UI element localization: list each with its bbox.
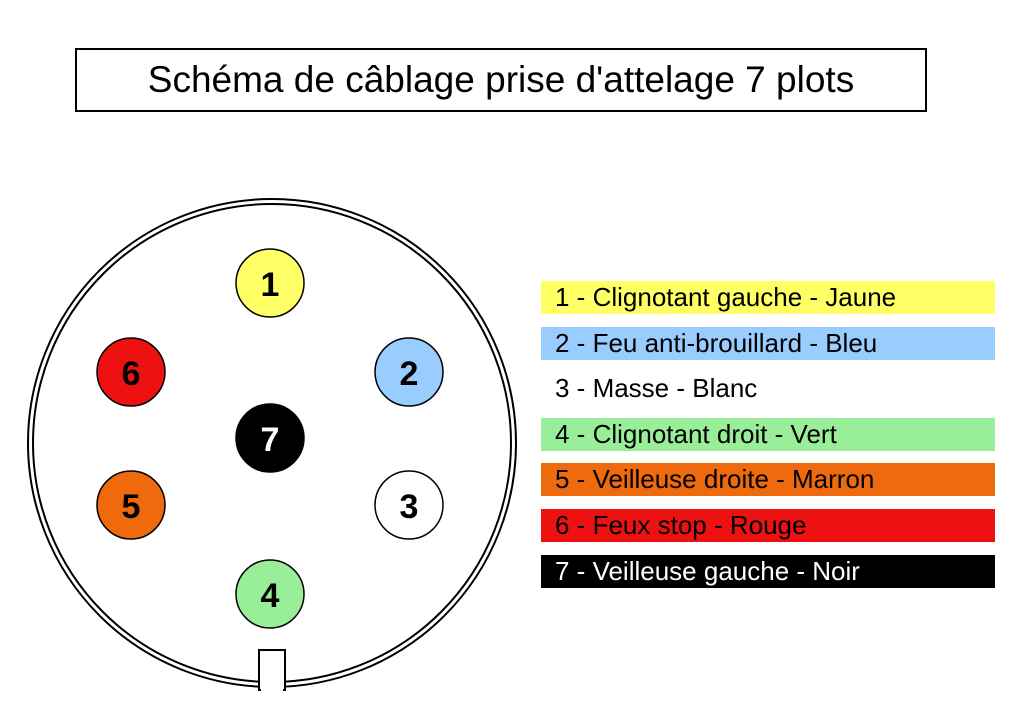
pin-5-label: 5 — [122, 488, 141, 526]
connector-diagram: 1 2 3 4 5 6 7 — [27, 198, 517, 692]
pin-4-circle — [235, 559, 305, 629]
pin-3-circle — [374, 470, 444, 540]
legend-item-7: 7 - Veilleuse gauche - Noir — [541, 554, 995, 588]
pin-2: 2 — [374, 337, 444, 407]
wiring-legend: 1 - Clignotant gauche - Jaune 2 - Feu an… — [541, 281, 995, 600]
pin-1-circle — [235, 248, 305, 318]
legend-item-1: 1 - Clignotant gauche - Jaune — [541, 281, 995, 314]
pin-7-circle — [235, 403, 305, 473]
legend-item-5: 5 - Veilleuse droite - Marron — [541, 463, 995, 497]
diagram-title: Schéma de câblage prise d'attelage 7 plo… — [75, 48, 927, 112]
legend-item-2: 2 - Feu anti-brouillard - Bleu — [541, 326, 995, 360]
pin-6-label: 6 — [122, 355, 141, 393]
pin-2-circle — [374, 337, 444, 407]
pin-7-label: 7 — [261, 421, 280, 459]
connector-notch-mask — [261, 680, 283, 692]
pin-6-circle — [96, 337, 166, 407]
pin-5-circle — [96, 470, 166, 540]
pin-3: 3 — [374, 470, 444, 540]
legend-item-3: 3 - Masse - Blanc — [541, 372, 995, 406]
pin-4: 4 — [235, 559, 305, 629]
pin-1-label: 1 — [261, 266, 280, 304]
legend-item-6: 6 - Feux stop - Rouge — [541, 508, 995, 542]
legend-item-4: 4 - Clignotant droit - Vert — [541, 417, 995, 451]
pin-1: 1 — [235, 248, 305, 318]
pin-7: 7 — [235, 403, 305, 473]
pin-6: 6 — [96, 337, 166, 407]
pin-3-label: 3 — [400, 488, 419, 526]
pin-4-label: 4 — [261, 577, 280, 615]
pin-2-label: 2 — [400, 355, 419, 393]
pin-5: 5 — [96, 470, 166, 540]
